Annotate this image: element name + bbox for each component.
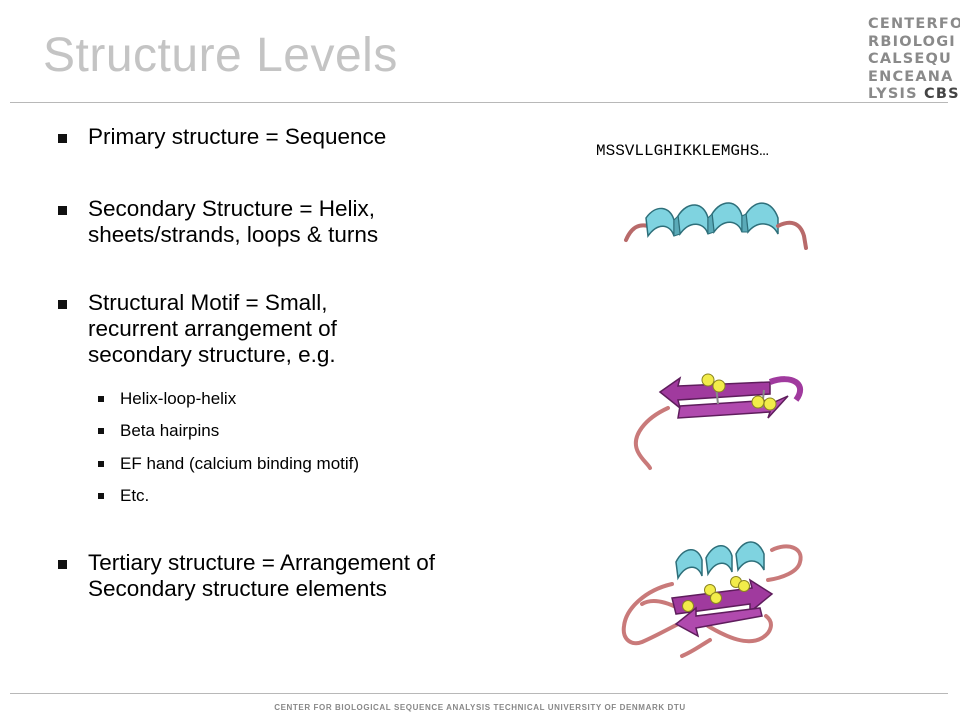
sequence-text: MSSVLLGHIKKLEMGHS…: [596, 142, 769, 160]
sub-bullet-text: EF hand (calcium binding motif): [120, 454, 360, 473]
bullet-marker: [58, 300, 67, 309]
bullet-item: Structural Motif = Small, recurrent arra…: [58, 290, 403, 368]
bullet-marker: [58, 206, 67, 215]
bullet-text: Primary structure = Sequence: [88, 124, 387, 149]
helix-ribbon-icon: [624, 202, 808, 250]
sub-bullet-item: Etc.: [98, 486, 149, 506]
page-title: Structure Levels: [43, 29, 398, 82]
logo-line-last: LYSIS CBS: [868, 86, 960, 104]
tertiary-fold-icon: [621, 541, 803, 658]
beta-hairpin-icon: [634, 373, 804, 470]
bullet-text: Tertiary structure = Arrangement of Seco…: [88, 550, 436, 601]
logo-cbs: CBS: [924, 86, 960, 102]
bullet-item: Primary structure = Sequence: [58, 124, 386, 150]
footer-divider: [10, 693, 948, 694]
sub-bullet-text: Helix-loop-helix: [120, 389, 237, 408]
logo-line: CALSEQU: [868, 51, 952, 67]
header-divider: [10, 102, 948, 103]
cbs-logo: CENTERFO RBIOLOGI CALSEQU ENCEANA LYSIS …: [868, 16, 960, 104]
sub-bullet-text: Etc.: [120, 486, 150, 505]
bullet-marker: [58, 560, 67, 569]
sub-bullet-item: Beta hairpins: [98, 421, 219, 441]
logo-line: RBIOLOGI: [868, 33, 956, 50]
logo-line: ENCEANA: [868, 68, 954, 85]
logo-line: LYSIS: [868, 86, 918, 102]
bullet-item: Secondary Structure = Helix, sheets/stra…: [58, 196, 448, 248]
sub-bullet-item: Helix-loop-helix: [98, 389, 236, 409]
logo-line: CENTERFO: [868, 16, 960, 32]
sub-bullet-item: EF hand (calcium binding motif): [98, 454, 359, 474]
bullet-text: Secondary Structure = Helix, sheets/stra…: [88, 196, 379, 247]
footer-text: CENTER FOR BIOLOGICAL SEQUENCE ANALYSIS …: [274, 703, 686, 712]
bullet-marker: [58, 134, 67, 143]
bullet-text: Structural Motif = Small, recurrent arra…: [88, 290, 337, 367]
sub-bullet-marker: [98, 396, 104, 402]
bullet-item: Tertiary structure = Arrangement of Seco…: [58, 550, 488, 602]
sub-bullet-marker: [98, 493, 104, 499]
sub-bullet-marker: [98, 428, 104, 434]
sub-bullet-text: Beta hairpins: [120, 421, 220, 440]
sub-bullet-marker: [98, 461, 104, 467]
